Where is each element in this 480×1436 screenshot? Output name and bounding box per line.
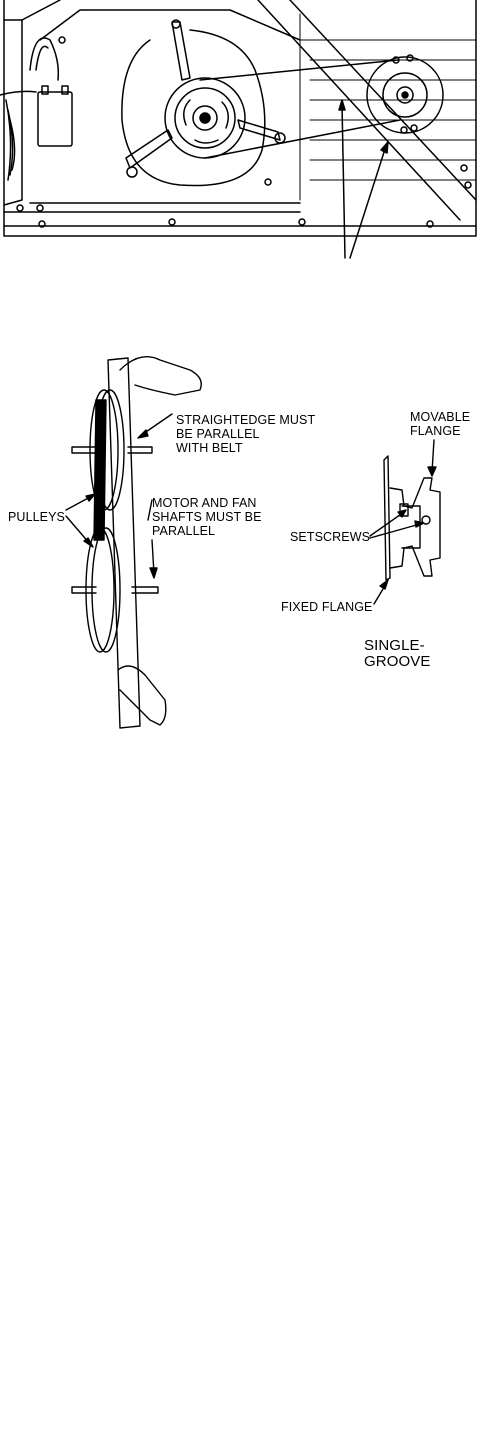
straightedge-label: STRAIGHTEDGE MUST BE PARALLEL WITH BELT xyxy=(176,413,316,455)
lower-hand xyxy=(117,665,167,726)
setscrews-label: SETSCREWS xyxy=(290,530,371,544)
lower-pulley xyxy=(85,527,115,653)
mounting-arm-left xyxy=(125,129,173,169)
cabinet-frame xyxy=(3,0,477,237)
pulleys-label: PULLEYS xyxy=(8,510,65,524)
control-box xyxy=(37,91,73,147)
mounting-arm-right xyxy=(237,119,281,141)
lower-shaft xyxy=(71,586,159,594)
blower-housing xyxy=(121,29,266,187)
belt xyxy=(93,399,107,541)
upper-hand xyxy=(119,356,202,396)
straightedge xyxy=(107,357,141,729)
left-panel xyxy=(3,19,23,206)
mounting-arm-top xyxy=(171,21,191,81)
setscrew-callout-leaders xyxy=(341,103,387,259)
single-groove-pulley xyxy=(383,455,441,581)
movable-flange-label: MOVABLE FLANGE xyxy=(410,410,471,438)
single-groove-caption: SINGLE-GROOVE xyxy=(364,637,431,670)
top-panel xyxy=(21,0,61,21)
pulleys-leader xyxy=(65,495,93,545)
upper-shaft xyxy=(71,446,153,454)
fixed-flange-label: FIXED FLANGE xyxy=(281,600,373,614)
setscrews-leader xyxy=(369,511,421,539)
belt xyxy=(199,59,401,159)
motor-fan-shafts-label: MOTOR AND FAN SHAFTS MUST BE PARALLEL xyxy=(152,496,262,538)
wiring xyxy=(29,37,60,81)
blower-assembly-drawing xyxy=(0,0,477,259)
louver-panel xyxy=(299,13,477,201)
belt-alignment-drawing xyxy=(65,356,441,729)
motor-rail xyxy=(257,0,477,221)
